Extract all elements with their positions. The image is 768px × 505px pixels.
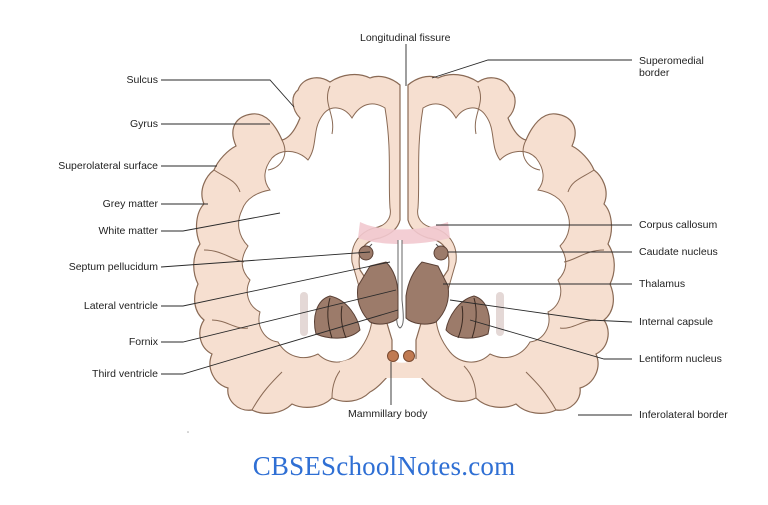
- label-superolateral-surface: Superolateral surface: [58, 160, 158, 172]
- label-caudate-nucleus: Caudate nucleus: [639, 246, 718, 258]
- watermark-text: CBSESchoolNotes.com: [252, 451, 516, 481]
- label-longitudinal-fissure: Longitudinal fissure: [360, 32, 451, 44]
- label-white-matter: White matter: [98, 225, 158, 237]
- thalamus-left-shape: [357, 261, 399, 325]
- label-sulcus: Sulcus: [126, 74, 158, 86]
- label-corpus-callosum: Corpus callosum: [639, 219, 718, 231]
- label-lentiform-nucleus: Lentiform nucleus: [639, 353, 722, 365]
- label-septum-pellucidum: Septum pellucidum: [68, 261, 158, 273]
- leader-lines: [160, 44, 633, 416]
- label-grey-matter: Grey matter: [102, 198, 158, 210]
- label-inferolateral-border: Inferolateral border: [639, 409, 728, 421]
- label-lateral-ventricle: Lateral ventricle: [83, 300, 158, 312]
- label-superomedial-border: Superomedial border: [639, 55, 704, 79]
- basal-cortex: [340, 354, 452, 378]
- label-fornix: Fornix: [128, 336, 158, 348]
- lentiform-right-shape: [445, 295, 490, 339]
- label-internal-capsule: Internal capsule: [639, 316, 714, 328]
- caudate-right-shape: [433, 245, 449, 261]
- label-gyrus: Gyrus: [129, 118, 158, 130]
- label-third-ventricle: Third ventricle: [92, 368, 158, 380]
- mammillary-right-shape: [403, 350, 415, 362]
- thalamus-right-shape: [405, 261, 449, 325]
- label-thalamus: Thalamus: [639, 278, 686, 290]
- mammillary-left-shape: [387, 350, 399, 362]
- label-superomedial-border-line2: border: [639, 67, 670, 79]
- label-superomedial-border-line1: Superomedial: [639, 55, 704, 67]
- label-mammillary-body: Mammillary body: [348, 408, 428, 420]
- lentiform-left-shape: [314, 295, 361, 339]
- corpus-callosum-shape: [358, 222, 450, 244]
